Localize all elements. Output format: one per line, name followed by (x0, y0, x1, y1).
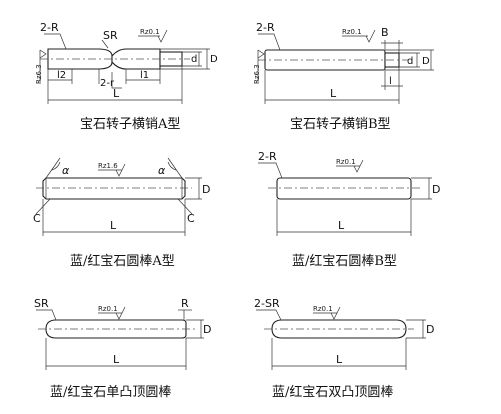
rod-a-alpha-left: α (62, 164, 70, 177)
rod-double-length-label: L (336, 353, 343, 366)
pin-b-caption: 宝石转子横销B型 (290, 117, 391, 132)
pin-a-mid-label: 2-r (100, 78, 115, 89)
rod-b-caption: 蓝/红宝石圆棒B型 (292, 253, 397, 269)
rod-b-2r-label: 2-R (258, 150, 277, 163)
panel-rotor-pin-a: 2-R SR Rz0.1 Rz6.3 l2 2-r l1 L d D 宝石转子横… (35, 21, 218, 132)
rod-single-body (45, 319, 187, 339)
rod-b-roughness-top: Rz0.1 (336, 158, 356, 166)
pin-b-2r-label: 2-R (256, 21, 275, 34)
pin-a-l2-label: l2 (57, 70, 66, 81)
pin-a-sr-label: SR (103, 29, 118, 42)
pin-b-b-label: B (381, 26, 389, 39)
pin-a-l1-label: l1 (140, 70, 149, 81)
rod-a-alpha-right: α (158, 164, 166, 177)
panel-rod-b: 2-R Rz0.1 D L 蓝/红宝石圆棒B型 (258, 150, 440, 269)
pin-a-2r-label: 2-R (40, 21, 59, 34)
rod-single-d-label: D (203, 323, 211, 336)
rod-a-d-label: D (202, 183, 210, 196)
rod-a-c-left: C (33, 212, 41, 225)
rod-double-2sr-label: 2-SR (254, 297, 280, 310)
rod-a-roughness-top: Rz1.6 (98, 162, 118, 170)
rod-b-body (276, 177, 412, 200)
rod-double-d-label: D (426, 323, 434, 336)
pin-b-l-label: l (389, 76, 392, 87)
panel-rod-double-dome: 2-SR Rz0.1 D L 蓝/红宝石双凸顶圆棒 (254, 297, 434, 400)
rod-a-caption: 蓝/红宝石圆棒A型 (70, 253, 175, 269)
panel-rotor-pin-b: 2-R Rz0.1 B Rz6.3 d D l L 宝石转子横销B型 (253, 21, 434, 132)
rod-b-length-label: L (338, 219, 345, 232)
pin-a-small-d-label: d (191, 54, 197, 65)
rod-single-length-label: L (113, 353, 120, 366)
rod-double-caption: 蓝/红宝石双凸顶圆棒 (272, 384, 393, 400)
rod-double-roughness-top: Rz0.1 (313, 305, 333, 313)
pin-b-small-d-label: d (407, 56, 413, 67)
rod-single-roughness-top: Rz0.1 (98, 305, 118, 313)
panel-rod-single-dome: SR R Rz0.1 D L 蓝/红宝石单凸顶圆棒 (34, 297, 211, 400)
pin-a-roughness-top: Rz0.1 (140, 28, 160, 36)
pin-a-roughness-side: Rz6.3 (35, 64, 43, 84)
rod-single-caption: 蓝/红宝石单凸顶圆棒 (50, 384, 171, 400)
pin-a-big-d-label: D (210, 54, 218, 65)
rod-b-d-label: D (432, 183, 440, 196)
pin-a-length-label: L (113, 87, 120, 100)
panel-rod-a: α Rz1.6 α D C C L 蓝/红宝石圆棒A型 (33, 157, 210, 269)
pin-b-roughness-top: Rz0.1 (342, 28, 362, 36)
pin-b-big-d-label: D (422, 56, 430, 67)
rod-single-sr-label: SR (34, 297, 49, 310)
rod-a-length-label: L (110, 219, 117, 232)
pin-b-roughness-side: Rz6.3 (253, 64, 261, 84)
rod-a-body (42, 177, 186, 200)
pin-a-caption: 宝石转子横销A型 (80, 117, 180, 132)
pin-b-length-label: L (330, 87, 337, 100)
rod-a-c-right: C (187, 212, 195, 225)
rod-single-r-label: R (181, 297, 189, 310)
